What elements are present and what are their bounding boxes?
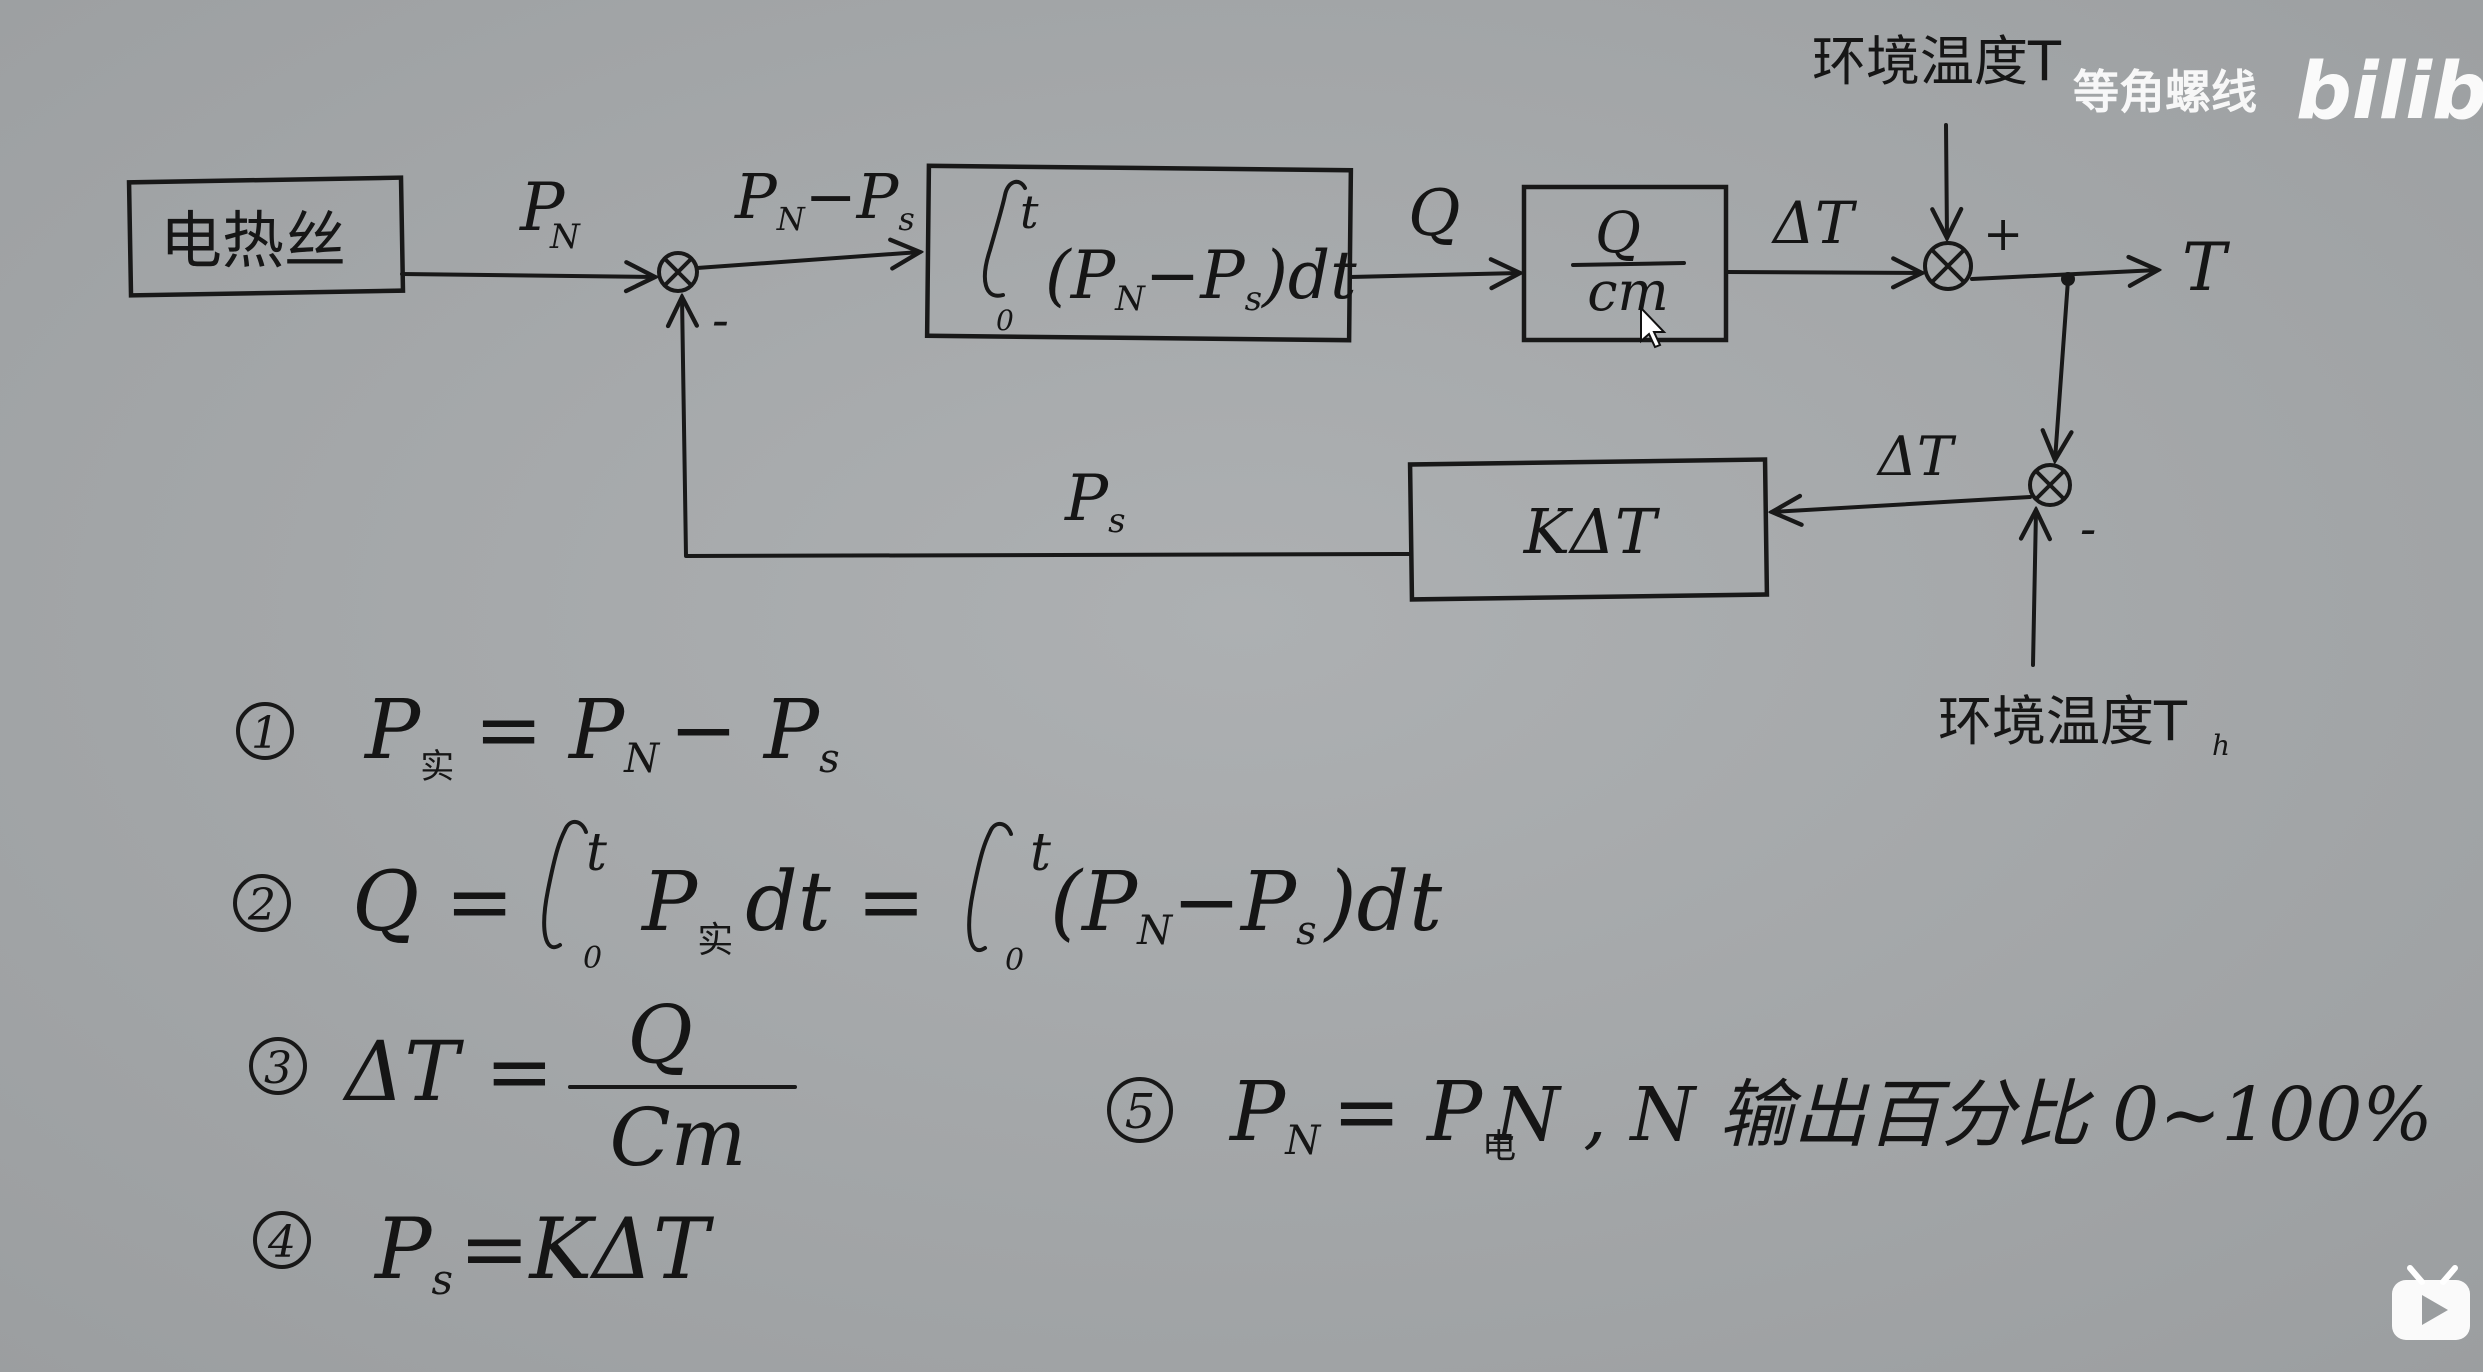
equation-5-tail: N , N 输出百分比 0~100% [1493,1072,2433,1158]
delta-t-arrow [1724,272,1922,273]
summing-junction-1 [657,251,699,293]
equation-4: 4 Ps=KΔT [253,1200,715,1304]
summing-junction-2 [1923,241,1973,291]
pn-minus-ps-label: PN−Ps [734,160,915,238]
bilibili-tv-icon[interactable] [2392,1265,2470,1340]
plus-sign: + [1983,206,2023,262]
integral-sign [982,179,1027,298]
heater-block [126,175,406,298]
heater-label: 电热丝 [160,204,346,277]
equation-4-number-circle [253,1211,311,1269]
equation-1-number: 1 [251,708,279,759]
equation-1: 1 P实= PN− Ps [236,683,840,787]
feedback-down-arrow [2055,278,2068,460]
equation-1-number-circle [236,702,294,760]
equation-4-text: Ps=KΔT [373,1200,715,1304]
equation-2-number-circle [233,874,291,932]
pn-arrow [400,274,655,277]
equation-2-rhs: (PN−Ps)dt [1050,855,1443,954]
equation-1-text: P实= PN− Ps [363,683,840,787]
q-label: Q [1408,177,1460,251]
t-output-label: T [2182,229,2231,306]
minus-sign-right: - [2080,501,2096,557]
delta-t-top-label: ΔT [1771,189,1858,257]
equation-2-lhs: Q = [352,855,514,950]
ambient-subscript: h [2212,729,2230,762]
summing-junction-3 [2028,463,2072,507]
equation-3: 3 ΔT = Q Cm [249,988,797,1184]
equation-4-number: 4 [267,1217,296,1268]
fraction-numerator: Q [1595,201,1641,266]
equation-2-number: 2 [247,880,276,931]
equation-2-int2-lower: 0 [1005,943,1024,978]
bilibili-logo: bilibili [2296,47,2483,137]
equation-5-number: 5 [1125,1084,1156,1140]
ambient-temp-top-label: 环境温度T [1812,30,2062,93]
mouse-cursor-icon [1640,305,1667,349]
equation-3-numerator: Q [627,988,693,1081]
ambient-top-arrow [1946,123,1947,238]
error-arrow [695,252,920,268]
equation-5-lhs: PN= P电 [1228,1065,1516,1167]
equation-3-number: 3 [264,1043,292,1094]
ambient-bottom-arrow [2033,510,2036,667]
equation-2-int1-upper: t [586,823,607,883]
integral-expression: (PN−Ps)dt [1045,237,1357,319]
delta-t-bottom-label: ΔT [1876,425,1957,488]
fraction-bar [1571,261,1686,267]
equation-2-integral-1 [542,820,588,949]
equation-5: 5 PN= P电 N , N 输出百分比 0~100% [1107,1065,2433,1167]
equation-2-int2-upper: t [1030,823,1051,883]
pn-subscript: N [549,217,581,257]
equation-5-number-circle [1107,1077,1173,1143]
feedback-delta-t-arrow [1772,497,2032,512]
minus-sign-left: - [712,291,729,349]
integral-lower: 0 [996,304,1014,337]
equation-2-integral-2 [967,822,1013,952]
integral-upper: t [1020,185,1039,239]
equation-2-int1-lower: 0 [583,941,602,976]
equation-3-denominator: Cm [609,1091,746,1184]
ps-feedback-arrow [682,297,1413,558]
equation-3-lhs: ΔT = [342,1025,554,1120]
pn-label: P [519,169,566,246]
equation-3-number-circle [249,1037,307,1095]
feedback-block-label: KΔT [1523,495,1661,568]
feedback-block [1407,457,1770,602]
ps-label: Ps [1064,462,1126,541]
fraction-block [1521,184,1729,343]
channel-watermark: 等角螺线 [2073,65,2257,119]
integral-block [924,163,1354,343]
q-arrow [1348,273,1520,277]
fraction-denominator: cm [1587,260,1668,323]
ambient-temp-bottom-label: 环境温度T [1938,690,2188,753]
